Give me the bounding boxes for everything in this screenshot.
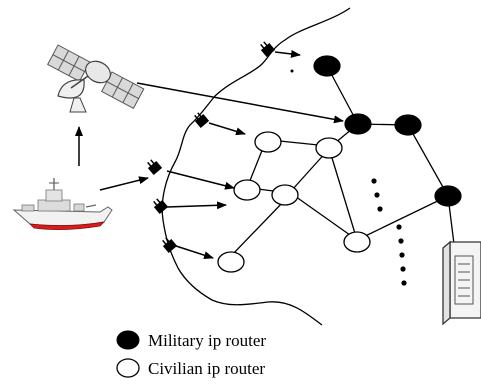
military-router-node bbox=[313, 55, 341, 77]
arrow-ship-to-gateway bbox=[99, 176, 149, 191]
satellite-icon bbox=[46, 44, 145, 113]
legend-military-marker bbox=[116, 330, 140, 350]
link bbox=[291, 193, 358, 241]
civilian-router-node bbox=[343, 231, 371, 253]
plug-icon bbox=[260, 41, 276, 57]
dot bbox=[396, 224, 402, 230]
dot bbox=[398, 238, 404, 244]
arrow-satellite-to-military-router bbox=[136, 82, 344, 124]
military-routers bbox=[313, 55, 462, 207]
arrow-gateway-to-router bbox=[208, 122, 246, 136]
arrow-gateway-to-router bbox=[166, 201, 227, 210]
link bbox=[407, 124, 449, 197]
civilian-router-node bbox=[271, 184, 299, 206]
dot bbox=[290, 69, 294, 73]
civilian-router-node bbox=[217, 251, 245, 273]
arrow-gateway-to-router bbox=[175, 245, 214, 260]
dot bbox=[377, 206, 383, 212]
civilian-router-node bbox=[254, 131, 282, 153]
dot bbox=[371, 178, 377, 184]
dot bbox=[400, 266, 406, 272]
civilian-routers bbox=[217, 131, 371, 273]
plug-icon bbox=[194, 112, 210, 128]
server-rack-icon bbox=[442, 240, 481, 326]
legend-civilian-marker bbox=[116, 358, 140, 378]
traffic-arrows bbox=[75, 49, 344, 260]
military-router-node bbox=[434, 185, 462, 207]
plug-icon bbox=[162, 237, 178, 253]
legend: Military ip router Civilian ip router bbox=[116, 330, 266, 378]
warship-icon bbox=[12, 178, 113, 230]
military-router-node bbox=[394, 114, 422, 136]
dot bbox=[374, 192, 380, 198]
coastline-boundary bbox=[161, 7, 351, 326]
ellipsis-dots bbox=[290, 69, 407, 286]
civilian-router-node bbox=[315, 137, 343, 159]
arrow-gateway-to-router bbox=[166, 170, 235, 190]
link bbox=[356, 195, 449, 241]
military-router-node bbox=[344, 113, 372, 135]
legend-military-label: Military ip router bbox=[148, 331, 266, 350]
plug-icons bbox=[147, 41, 276, 253]
router-links bbox=[230, 65, 455, 257]
arrow-gateway-to-military-router bbox=[274, 49, 301, 58]
link bbox=[230, 199, 286, 257]
dot bbox=[401, 280, 407, 286]
legend-civilian-label: Civilian ip router bbox=[148, 359, 265, 378]
civilian-router-node bbox=[233, 179, 261, 201]
plug-icon bbox=[153, 198, 169, 214]
dot bbox=[399, 252, 405, 258]
link bbox=[328, 147, 358, 241]
plug-icon bbox=[147, 159, 163, 175]
